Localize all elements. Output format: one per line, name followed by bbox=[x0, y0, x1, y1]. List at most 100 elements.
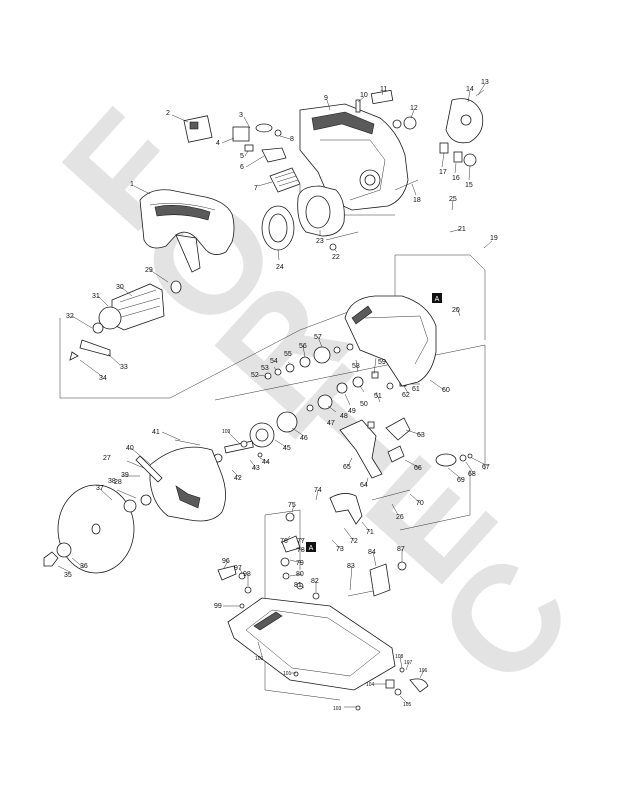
base-plate bbox=[227, 597, 396, 691]
part-number: 16 bbox=[452, 175, 460, 182]
part-number: 60 bbox=[442, 387, 450, 394]
part-number: 5 bbox=[240, 153, 244, 160]
part-number: 97 bbox=[234, 565, 242, 572]
part-number: 71 bbox=[366, 529, 374, 536]
part-number: 55 bbox=[284, 351, 292, 358]
part-number: 70 bbox=[416, 500, 424, 507]
wing-knob bbox=[409, 678, 429, 693]
part-number: 36 bbox=[80, 563, 88, 570]
frame-line bbox=[214, 344, 486, 470]
part-number: 31 bbox=[92, 293, 100, 300]
part-number: 67 bbox=[482, 464, 490, 471]
knob bbox=[435, 453, 457, 467]
part-number: 98 bbox=[243, 571, 251, 578]
brush-holder bbox=[403, 116, 417, 130]
part-number: 47 bbox=[327, 420, 335, 427]
part-number: 107 bbox=[404, 660, 413, 666]
part-number: 58 bbox=[352, 363, 360, 370]
part-number: 39 bbox=[121, 472, 129, 479]
part-number: 46 bbox=[300, 435, 308, 442]
part-number: 40 bbox=[126, 445, 134, 452]
brush bbox=[453, 151, 463, 163]
frame-line bbox=[264, 515, 341, 701]
lock-plate bbox=[261, 147, 287, 163]
part-number: 10 bbox=[360, 92, 368, 99]
part-number: 14 bbox=[466, 86, 474, 93]
part-number: 4 bbox=[216, 140, 220, 147]
marker-a: A bbox=[435, 296, 440, 303]
part-number: 6 bbox=[240, 164, 244, 171]
part-number: 48 bbox=[340, 413, 348, 420]
part-number: 84 bbox=[368, 549, 376, 556]
part-number: 53 bbox=[261, 365, 269, 372]
part-number: 41 bbox=[152, 429, 160, 436]
part-number: 24 bbox=[276, 264, 284, 271]
part-number: 44 bbox=[262, 459, 270, 466]
marker-a-box bbox=[306, 542, 316, 552]
part-number: 100 bbox=[255, 656, 264, 662]
part-number: 7 bbox=[254, 185, 258, 192]
part-number: 74 bbox=[314, 487, 322, 494]
part-number: 49 bbox=[348, 408, 356, 415]
part-number: 28 bbox=[114, 479, 122, 486]
inner-flange bbox=[123, 499, 137, 513]
part-number: 23 bbox=[316, 238, 324, 245]
part-number: 32 bbox=[66, 313, 74, 320]
part-number: 21 bbox=[458, 226, 466, 233]
bearing bbox=[170, 280, 182, 294]
spring bbox=[244, 144, 254, 152]
lock-button bbox=[255, 123, 273, 133]
part-number: 82 bbox=[311, 578, 319, 585]
part-number: 17 bbox=[439, 169, 447, 176]
part-number: 57 bbox=[314, 334, 322, 341]
bevel-bracket bbox=[369, 563, 391, 597]
switch-lever bbox=[232, 126, 250, 142]
part-number: 104 bbox=[366, 682, 375, 688]
screw bbox=[355, 99, 361, 113]
gear-housing bbox=[344, 295, 437, 387]
part-number: 8 bbox=[290, 136, 294, 143]
part-number: 106 bbox=[419, 668, 428, 674]
part-number: 105 bbox=[403, 702, 412, 708]
frame-line bbox=[264, 509, 301, 570]
cap bbox=[463, 153, 477, 167]
part-number: 51 bbox=[374, 393, 382, 400]
part-number: 78 bbox=[297, 547, 305, 554]
part-number: 2 bbox=[166, 110, 170, 117]
part-number: 9 bbox=[324, 95, 328, 102]
guard-bracket bbox=[385, 417, 411, 441]
part-number: 79 bbox=[296, 560, 304, 567]
frame-line bbox=[399, 470, 471, 531]
part-number: 63 bbox=[417, 432, 425, 439]
part-number: 18 bbox=[413, 197, 421, 204]
part-number: 76 bbox=[280, 538, 288, 545]
part-number: 59 bbox=[378, 359, 386, 366]
part-number: 38 bbox=[108, 478, 116, 485]
leader-lines bbox=[57, 83, 493, 708]
depth-guide bbox=[329, 493, 363, 525]
screw-line bbox=[475, 89, 485, 97]
part-number: 66 bbox=[414, 465, 422, 472]
part-number: 52 bbox=[251, 372, 259, 379]
marker-a-box bbox=[432, 293, 442, 303]
part-number: 62 bbox=[402, 392, 410, 399]
blade-guard bbox=[149, 446, 226, 522]
part-number: 96 bbox=[222, 558, 230, 565]
part-number: 12 bbox=[410, 105, 418, 112]
guard-lever bbox=[339, 419, 383, 479]
part-number: 73 bbox=[336, 546, 344, 553]
part-number: 56 bbox=[299, 343, 307, 350]
part-number: 45 bbox=[283, 445, 291, 452]
part-number: 80 bbox=[296, 571, 304, 578]
part-number: 15 bbox=[465, 182, 473, 189]
part-number: 43 bbox=[252, 465, 260, 472]
part-number: 37 bbox=[96, 485, 104, 492]
frame-line bbox=[394, 254, 486, 340]
hex-bolt bbox=[43, 551, 59, 567]
part-number: 72 bbox=[350, 538, 358, 545]
fan bbox=[98, 306, 122, 330]
bearing-2 bbox=[317, 394, 333, 410]
part-number: 54 bbox=[270, 358, 278, 365]
part-number: 81 bbox=[294, 582, 302, 589]
